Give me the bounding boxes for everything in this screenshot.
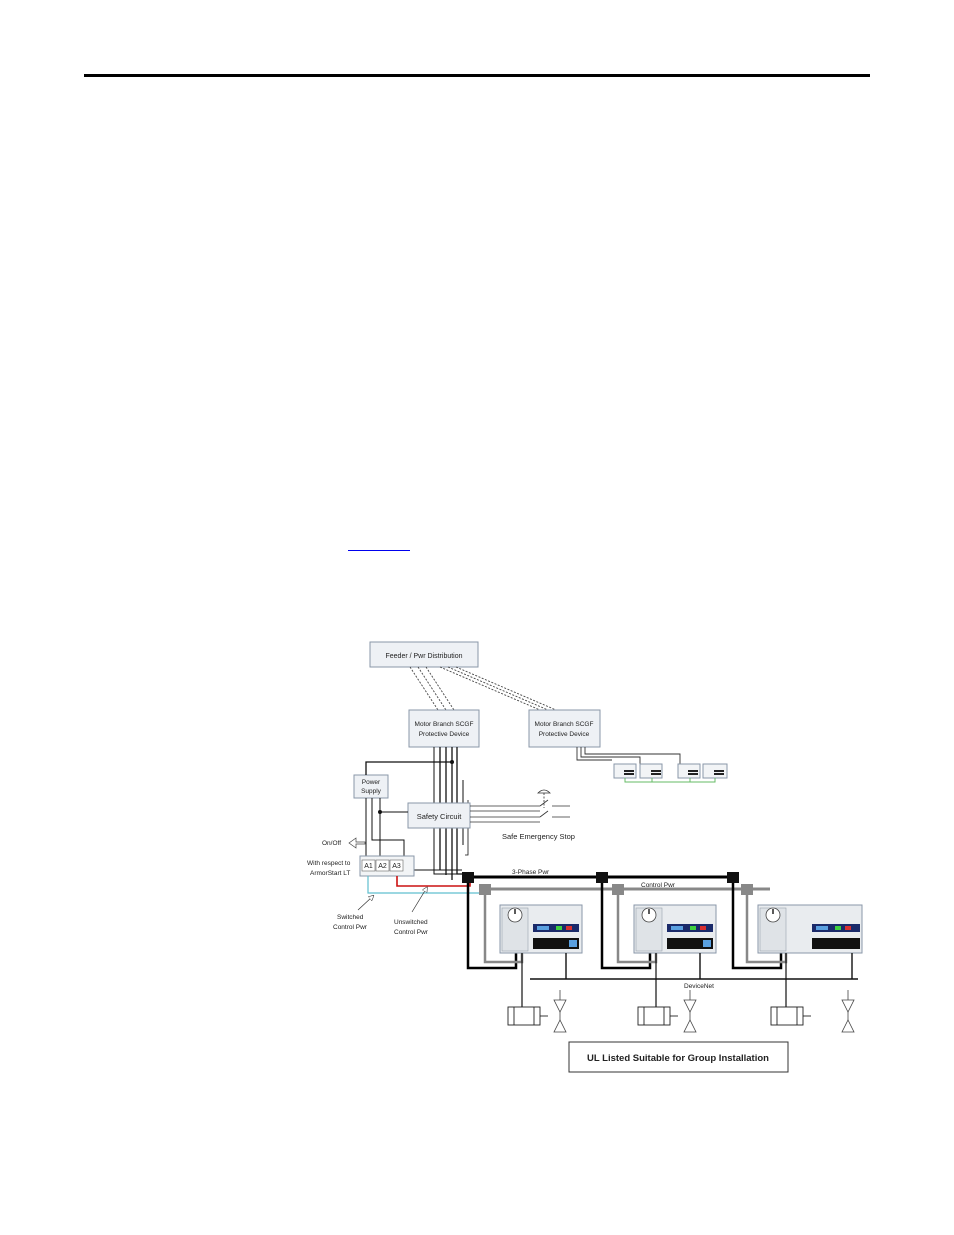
branch-device-1-label-line2: Protective Device xyxy=(419,731,470,738)
branch-device-1-label-line1: Motor Branch SCGF xyxy=(415,721,474,728)
terminal-a2-box xyxy=(375,859,390,872)
unswitched-label-line2: Control Pwr xyxy=(394,929,429,936)
respect-label-line2: ArmorStart LT xyxy=(310,870,350,877)
control-wiring xyxy=(365,798,462,871)
motor-1-icon xyxy=(507,1006,548,1026)
sensor-1-icon xyxy=(553,990,567,1033)
sensor-3-icon xyxy=(841,990,855,1033)
terminal-a2-label: A2 xyxy=(378,863,387,870)
sensor-2-icon xyxy=(683,990,697,1033)
power-supply-label-line2: Supply xyxy=(361,788,382,795)
unswitched-control-line xyxy=(396,876,471,887)
motor-3-icon xyxy=(770,1006,811,1026)
respect-label-line1: With respect to xyxy=(307,860,351,867)
switched-control-line xyxy=(367,876,484,894)
feeder-to-branch-lines xyxy=(409,666,557,711)
unswitched-label-line1: Unswitched xyxy=(394,919,428,926)
devicenet-label: DeviceNet xyxy=(684,983,714,990)
switched-label-line2: Control Pwr xyxy=(333,924,368,931)
small-starter-bus xyxy=(624,778,716,783)
terminal-a1-box xyxy=(361,859,376,872)
branch-device-2-box xyxy=(528,709,601,748)
onoff-arrow-icon xyxy=(348,837,366,849)
safety-circuit-label: Safety Circuit xyxy=(417,812,463,821)
armorstart-unit-1 xyxy=(499,904,583,954)
power-supply-box xyxy=(353,774,389,799)
feeder-box xyxy=(369,641,479,668)
power-supply-label-line1: Power xyxy=(362,779,381,786)
armorstart-unit-2 xyxy=(633,904,717,954)
motor-leads xyxy=(521,953,787,1007)
armorstart-unit-3 xyxy=(757,904,863,954)
branch-device-1-box xyxy=(408,709,480,748)
onoff-label: On/Off xyxy=(322,840,341,847)
control-pwr-label: Control Pwr xyxy=(641,882,676,889)
control-tee-1 xyxy=(479,884,491,895)
switched-label-line1: Switched xyxy=(337,914,364,921)
power-supply-feed xyxy=(365,761,452,775)
ul-listing-label: UL Listed Suitable for Group Installatio… xyxy=(587,1053,769,1064)
feeder-label: Feeder / Pwr Distribution xyxy=(385,653,462,660)
control-tee-3 xyxy=(741,884,753,895)
control-tee-2 xyxy=(612,884,624,895)
terminal-a3-box xyxy=(389,859,404,872)
ul-listing-box xyxy=(568,1041,789,1073)
three-phase-label: 3-Phase Pwr xyxy=(512,869,550,876)
safety-circuit-box xyxy=(407,802,471,829)
branch-device-2-label-line1: Motor Branch SCGF xyxy=(535,721,594,728)
devicenet-drops xyxy=(565,953,853,979)
power-tee-3 xyxy=(727,872,739,883)
branch-2-outputs xyxy=(576,747,681,764)
power-tee-2 xyxy=(596,872,608,883)
power-tee-1 xyxy=(462,872,474,883)
figure-reference-link[interactable] xyxy=(348,538,410,551)
small-starter-group xyxy=(613,763,728,783)
terminal-a1-label: A1 xyxy=(364,863,373,870)
estop-contacts xyxy=(470,789,570,823)
branch-device-2-label-line2: Protective Device xyxy=(539,731,590,738)
header-rule xyxy=(84,74,870,77)
estop-label: Safe Emergency Stop xyxy=(502,832,575,841)
starter-feeds xyxy=(466,883,788,970)
motor-2-icon xyxy=(637,1006,678,1026)
terminal-a3-label: A3 xyxy=(392,863,401,870)
